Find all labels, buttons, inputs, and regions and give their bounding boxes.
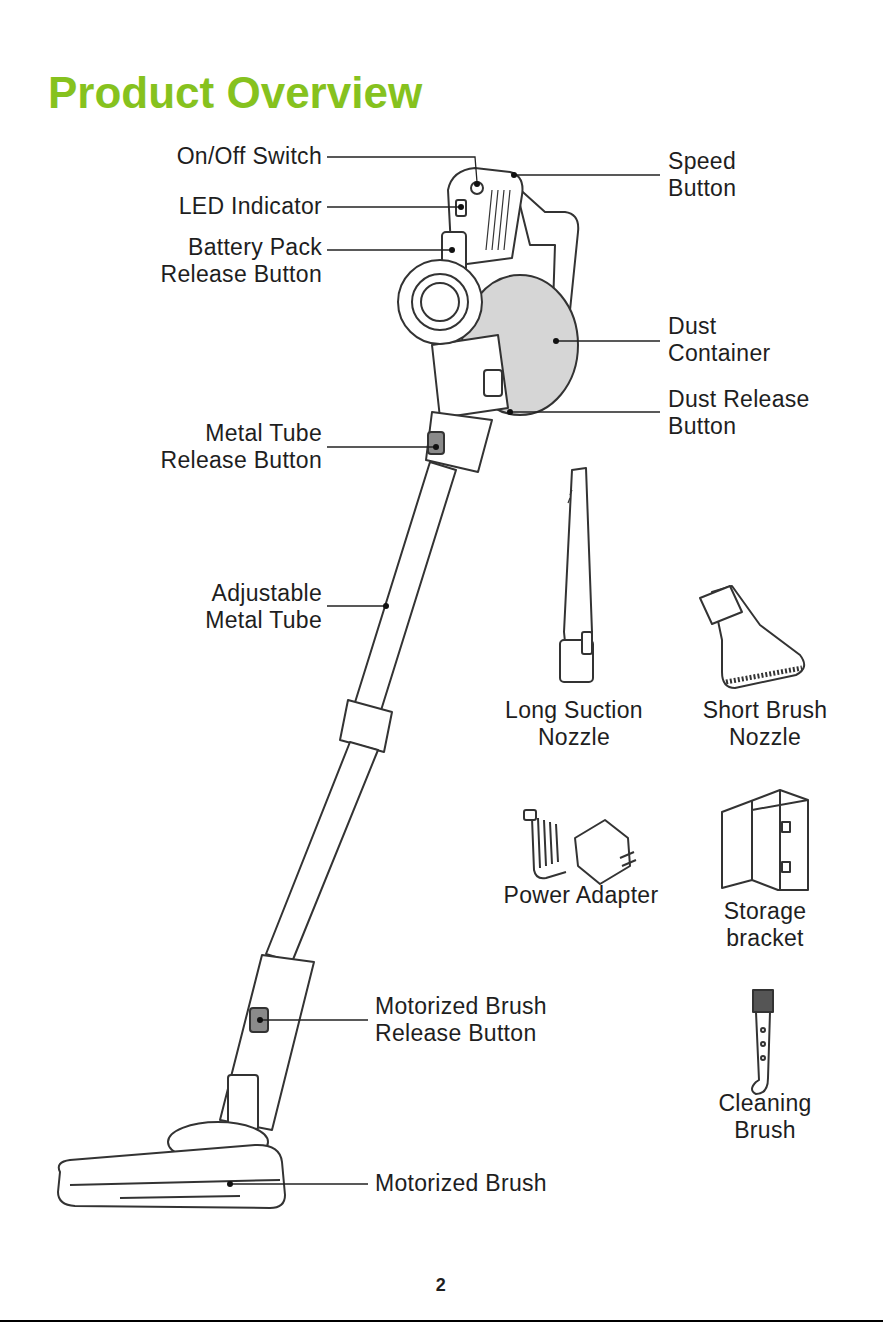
brush-hole <box>761 1042 765 1046</box>
vents <box>486 190 510 250</box>
nozzle-clip <box>582 632 592 654</box>
part-label: LED Indicator <box>82 193 322 220</box>
page-number: 2 <box>411 1272 471 1299</box>
part-label: Speed Button <box>668 148 768 202</box>
storage-bracket <box>722 790 808 890</box>
part-label: Adjustable Metal Tube <box>172 580 322 634</box>
motorized-brush <box>58 1145 285 1208</box>
bracket-detail <box>752 790 808 890</box>
leader-dot <box>227 1181 233 1187</box>
motor-housing <box>398 260 482 344</box>
brush-hole <box>761 1028 765 1032</box>
tube-joint <box>340 700 392 752</box>
body-neck <box>432 335 508 418</box>
metal-tube <box>352 462 456 720</box>
nozzle-marks <box>568 490 572 503</box>
part-label: On/Off Switch <box>82 143 322 170</box>
leader-dot <box>383 603 389 609</box>
tube-release-button <box>428 432 444 454</box>
cleaning-brush <box>752 1012 770 1094</box>
brush-neck <box>220 955 314 1130</box>
leader-line <box>327 605 386 606</box>
brush-detail <box>70 1180 280 1198</box>
leader-dot <box>474 181 480 187</box>
leader-line <box>327 446 436 447</box>
page-title: Product Overview <box>48 68 422 118</box>
leader-dot <box>458 204 464 210</box>
cord-plug <box>524 810 536 820</box>
part-label: Dust Release Button <box>668 386 828 440</box>
brush-joint <box>228 1075 258 1130</box>
leader-line <box>556 340 660 341</box>
leader-line <box>230 1183 368 1184</box>
leader-dot <box>507 409 513 415</box>
leader-dot <box>449 247 455 253</box>
bristles <box>726 668 802 682</box>
bracket-hole <box>782 822 790 832</box>
accessory-label: Power Adapter <box>471 882 691 909</box>
leader-line <box>514 174 660 175</box>
part-label: Motorized Brush <box>375 1170 625 1197</box>
motor-cap <box>421 283 459 321</box>
leader-dot <box>511 172 517 178</box>
leader-line <box>260 1019 368 1020</box>
led-indicator <box>456 200 466 216</box>
leader-dot <box>553 338 559 344</box>
leader-line <box>327 157 477 182</box>
accessory-label: Short Brush Nozzle <box>695 697 835 751</box>
leader-line <box>327 206 461 207</box>
accessory-label: Long Suction Nozzle <box>494 697 654 751</box>
part-label: Battery Pack Release Button <box>147 234 322 288</box>
long-suction-nozzle <box>564 468 592 652</box>
part-label: Dust Container <box>668 313 780 367</box>
power-cord <box>532 818 566 878</box>
adapter-pins <box>620 852 636 866</box>
accessory-label: Storage bracket <box>709 898 821 952</box>
page-rule <box>0 1320 883 1322</box>
cleaning-bristles <box>753 990 773 1012</box>
part-label: Metal Tube Release Button <box>147 420 322 474</box>
metal-tube <box>266 742 378 962</box>
bracket-hole <box>782 862 790 872</box>
part-label: Motorized Brush Release Button <box>375 993 555 1047</box>
neck-button <box>484 370 502 396</box>
leader-dot <box>257 1017 263 1023</box>
on-off-switch <box>471 182 483 194</box>
leader-dot <box>433 444 439 450</box>
brush-collar <box>700 586 742 624</box>
leader-line <box>327 249 452 250</box>
power-adapter <box>575 820 630 884</box>
brush-hole <box>761 1056 765 1060</box>
motor-ring <box>412 274 468 330</box>
leader-line <box>510 411 660 412</box>
accessory-label: Cleaning Brush <box>709 1090 821 1144</box>
